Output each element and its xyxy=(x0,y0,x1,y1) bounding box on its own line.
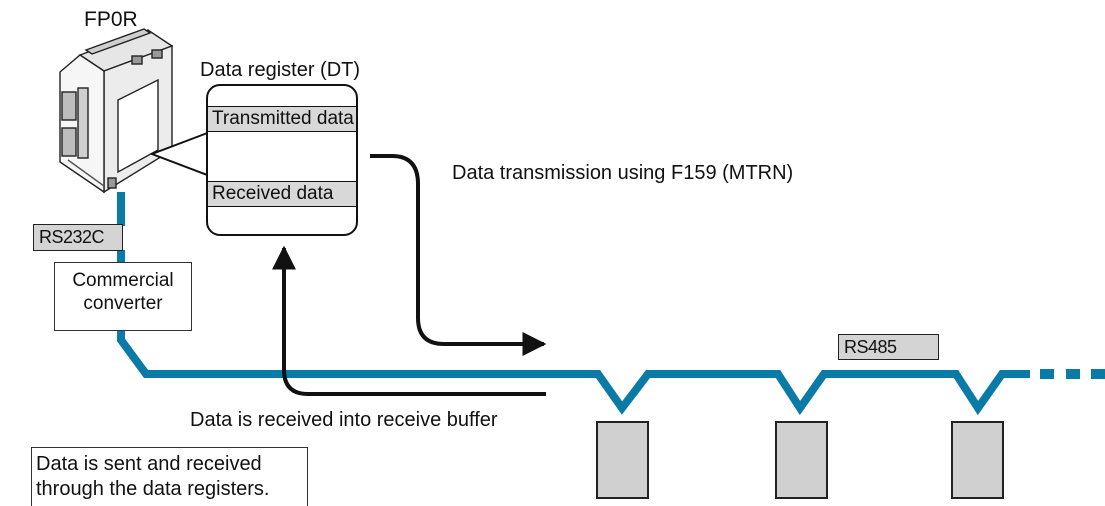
plc-unit-illustration xyxy=(59,28,174,194)
transmission-caption: Data transmission using F159 (MTRN) xyxy=(452,162,794,184)
note-box: Data is sent and received through the da… xyxy=(31,447,308,506)
data-register-box: Transmitted data Received data xyxy=(206,84,358,236)
bus-continuation-dashes xyxy=(1040,369,1105,379)
commercial-converter-box: Commercial converter xyxy=(54,262,192,331)
rs232c-tag: RS232C xyxy=(33,224,123,251)
slave-device-2 xyxy=(775,421,828,499)
converter-to-bus-cable xyxy=(117,331,1030,416)
note-line1: Data is sent and received xyxy=(36,453,262,475)
slave-devices xyxy=(596,421,1004,499)
reception-caption: Data is received into receive buffer xyxy=(190,409,498,431)
converter-label-line1: Commercial xyxy=(72,270,174,291)
transmitted-data-row: Transmitted data xyxy=(208,106,356,132)
slave-device-1 xyxy=(596,421,649,499)
plc-model-label: FP0R xyxy=(84,8,138,31)
communication-bus xyxy=(117,192,1030,416)
received-data-row: Received data xyxy=(208,181,356,207)
transmission-arrow xyxy=(370,154,547,356)
slave-device-3 xyxy=(951,421,1004,499)
note-line2: through the data registers. xyxy=(36,478,270,500)
data-register-title: Data register (DT) xyxy=(200,59,361,81)
converter-label-line2: converter xyxy=(83,293,163,314)
reception-arrow xyxy=(272,245,546,396)
rs485-tag: RS485 xyxy=(838,334,939,360)
